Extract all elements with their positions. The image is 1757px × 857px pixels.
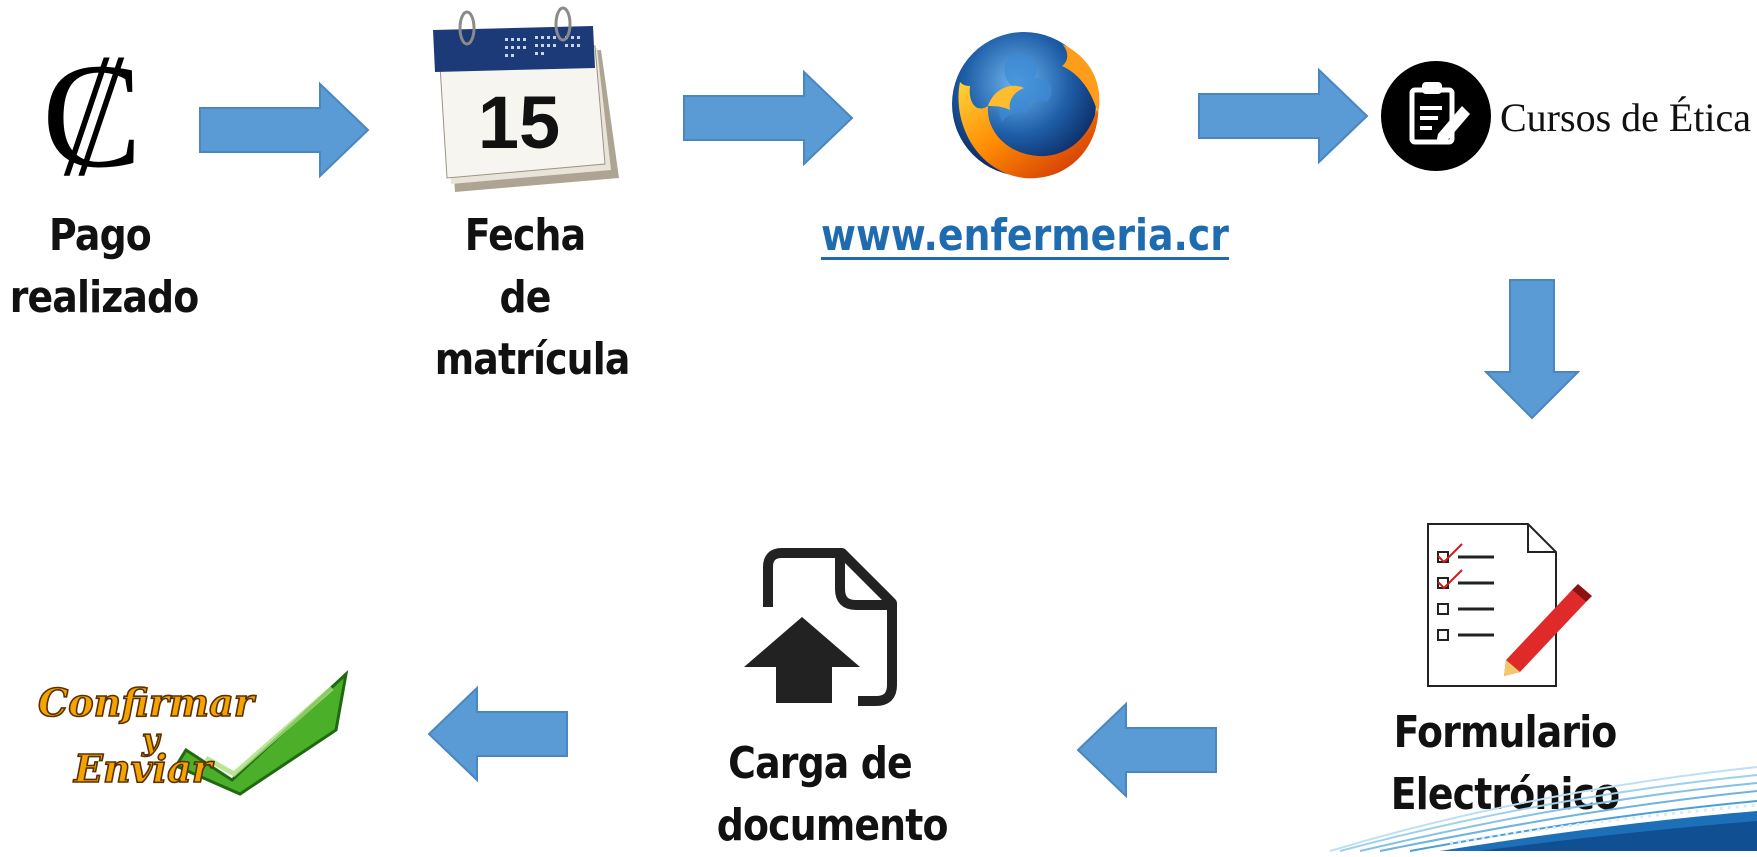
clipboard-edit-icon — [1381, 61, 1491, 171]
carga-label: Carga de documento — [716, 733, 949, 857]
fecha-label: Fecha de matrícula — [434, 205, 631, 391]
arrow-left-1 — [1076, 701, 1217, 799]
confirm-checkmark-icon[interactable]: Confirmar y Enviar — [36, 669, 356, 796]
arrow-left-2 — [427, 685, 568, 783]
pago-label-line2: realizado — [9, 272, 200, 323]
calendar-icon: 15 — [433, 6, 619, 192]
confirm-line2: y — [141, 723, 162, 758]
website-link[interactable]: www.enfermeria.cr — [821, 210, 1229, 261]
pago-label: Pago realizado — [9, 205, 200, 329]
formulario-label: Formulario Electrónico — [1389, 702, 1621, 826]
document-upload-icon — [744, 548, 897, 706]
carga-label-line1: Carga de — [728, 738, 912, 789]
arrow-right-2 — [683, 69, 854, 167]
arrow-right-3 — [1198, 67, 1369, 165]
calendar-day: 15 — [478, 81, 560, 164]
colon-currency-icon: ₡ — [42, 28, 143, 202]
formulario-label-line2: Electrónico — [1390, 769, 1620, 820]
cursos-de-etica-text: Cursos de Ética — [1500, 95, 1752, 140]
firefox-browser-icon — [952, 32, 1100, 179]
formulario-label-line1: Formulario — [1393, 707, 1618, 758]
arrow-right-1 — [199, 81, 370, 179]
fecha-label-line1: Fecha de — [464, 210, 586, 323]
arrow-down-1 — [1483, 279, 1581, 420]
decorative-swoosh — [1329, 766, 1757, 852]
pago-label-line1: Pago — [49, 210, 152, 261]
carga-label-line2: documento — [716, 800, 949, 851]
confirm-line1: Confirmar — [38, 680, 257, 725]
fecha-label-line2: matrícula — [434, 334, 631, 385]
checklist-form-icon — [1427, 523, 1592, 687]
confirm-line3: Enviar — [73, 746, 215, 791]
